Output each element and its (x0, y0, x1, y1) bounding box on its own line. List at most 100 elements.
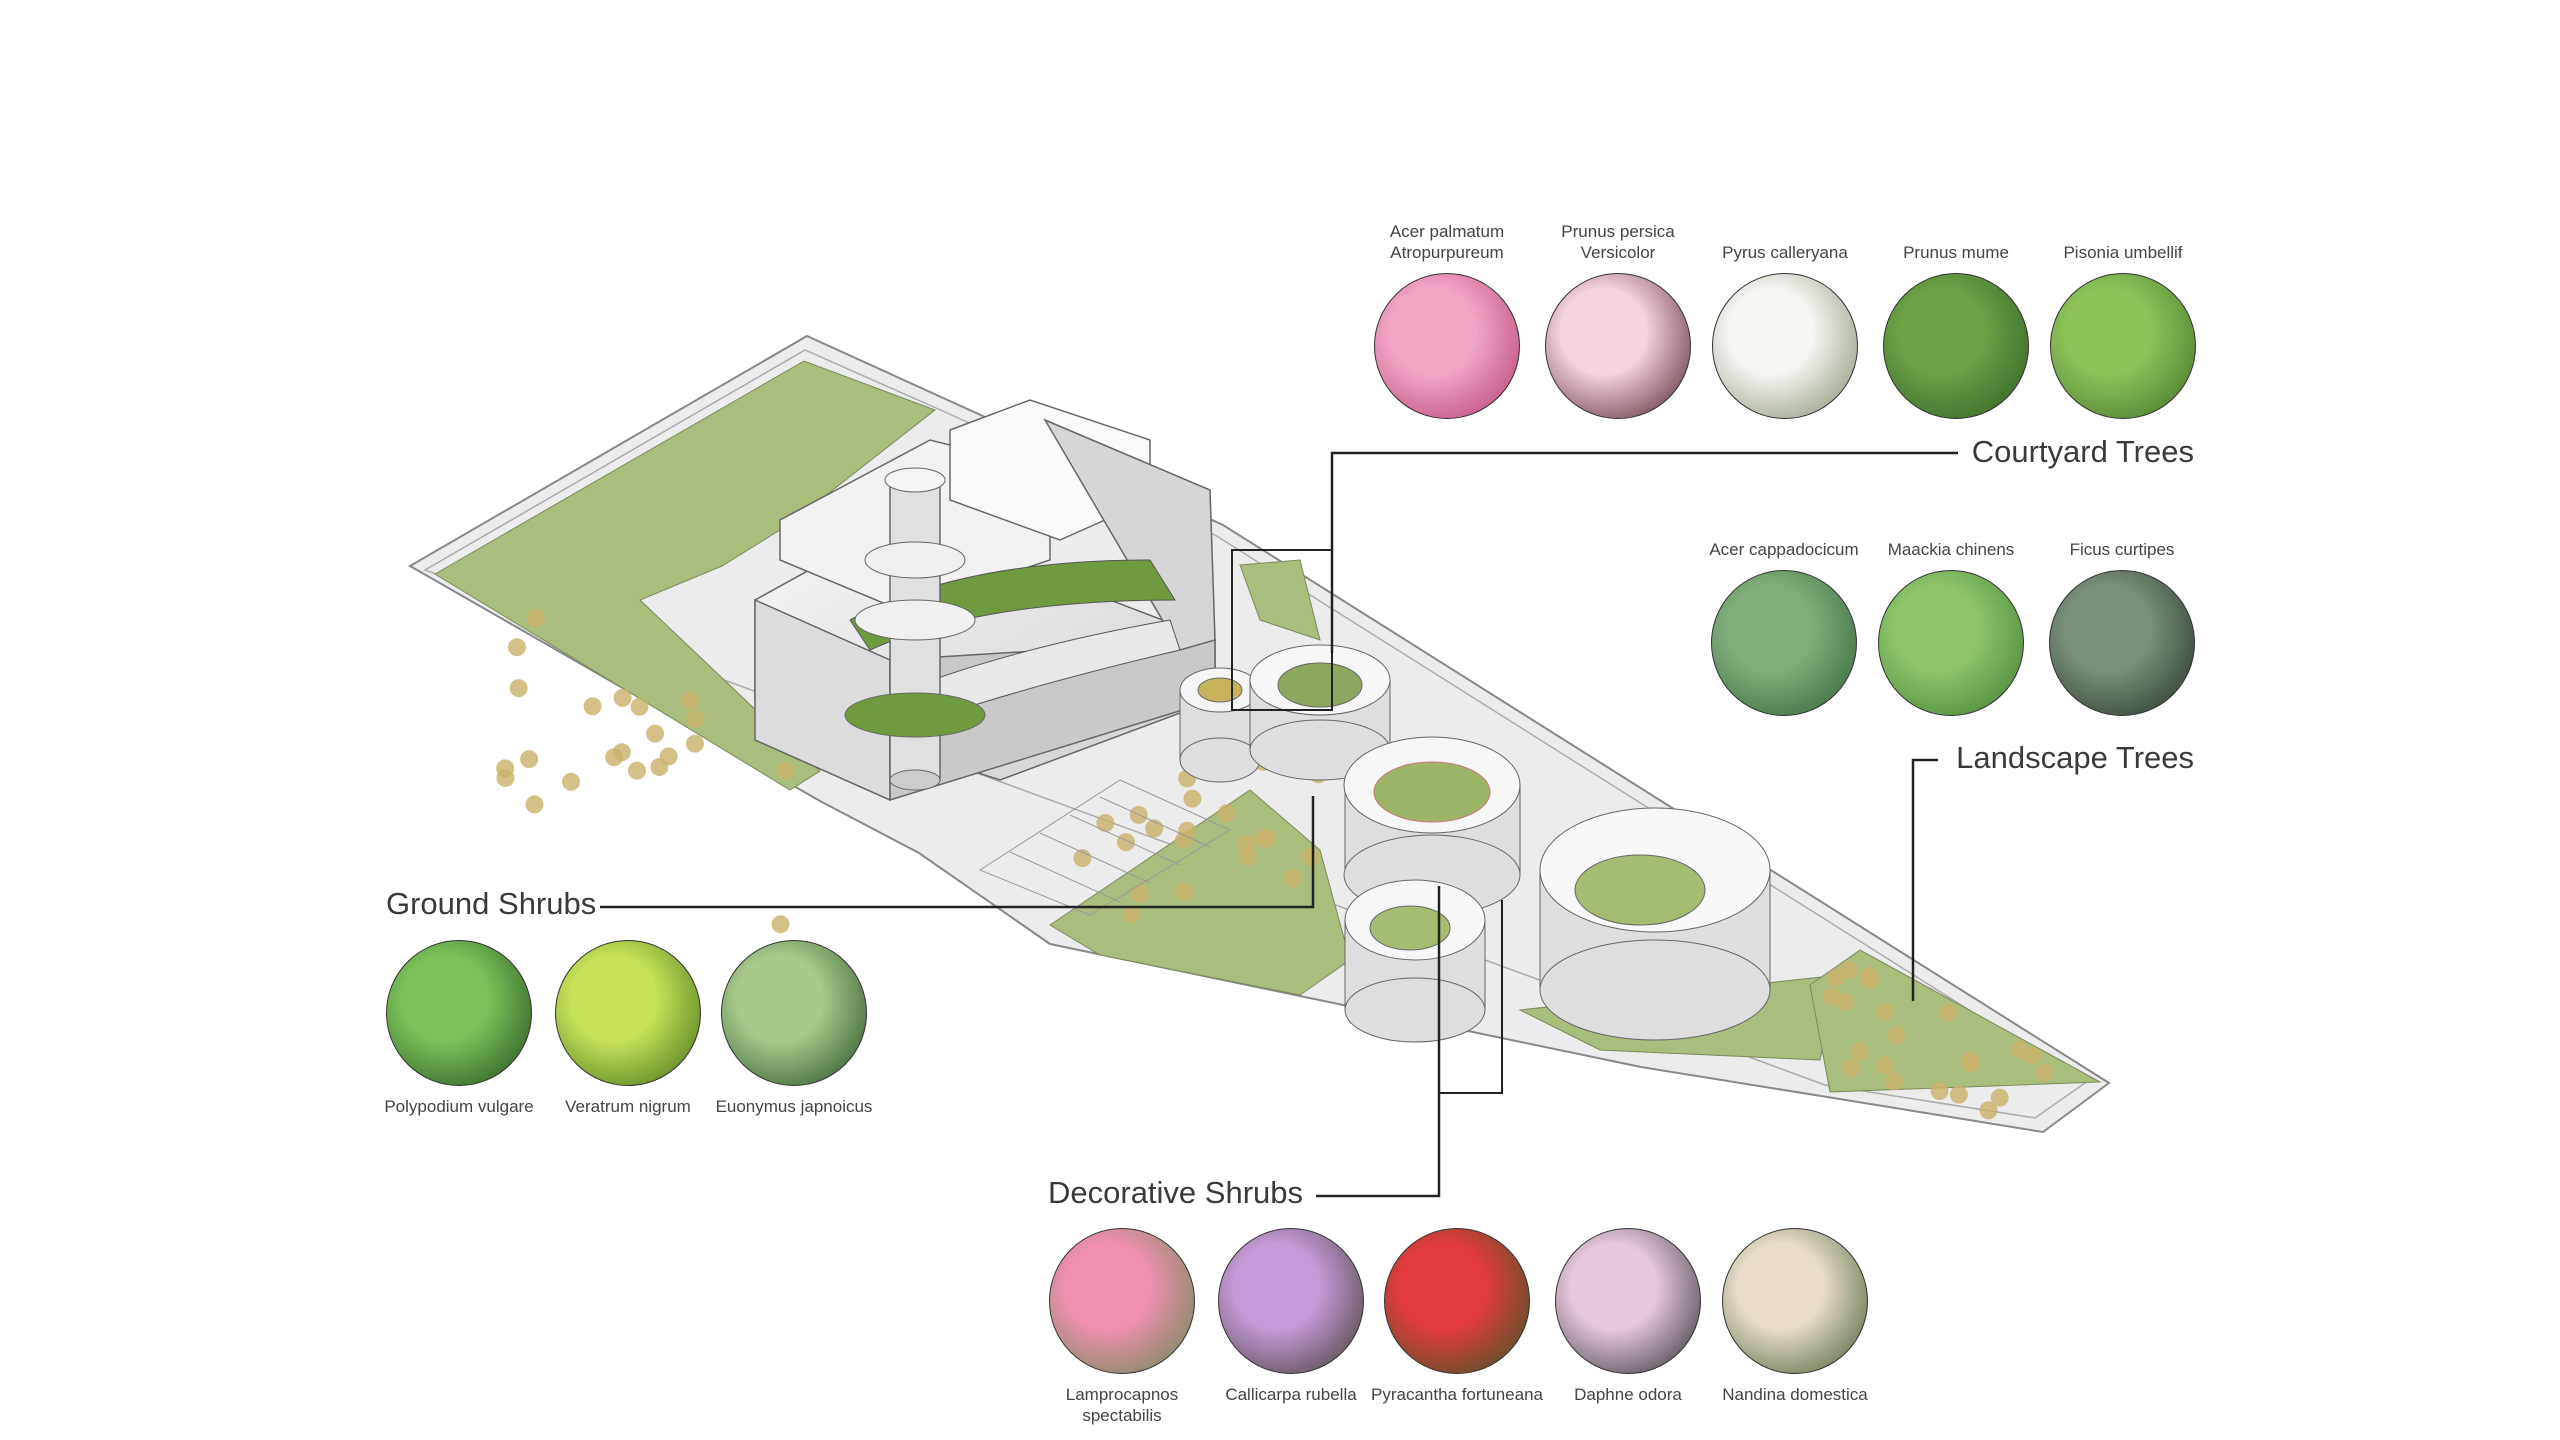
tree (507, 638, 526, 657)
main-building (754, 399, 1216, 802)
parking-lot (978, 779, 1232, 916)
plant-card: Lamprocapnos spectabilis (1032, 1228, 1212, 1426)
tree (1990, 1088, 2009, 1107)
tree (1123, 905, 1142, 924)
tree (1840, 960, 1859, 979)
tree (1131, 884, 1150, 903)
tree (527, 609, 546, 628)
tree (1885, 1072, 1904, 1091)
tree (1301, 847, 1320, 866)
tree (686, 710, 705, 729)
tree (613, 688, 632, 707)
plant-name: Callicarpa rubella (1225, 1385, 1357, 1404)
ground-shrubs-title: Ground Shrubs (386, 886, 597, 921)
tree (650, 758, 669, 777)
plant-name: Daphne odora (1574, 1385, 1682, 1404)
plant-name: Prunus persica Versicolor (1561, 222, 1675, 262)
plant-photo (1712, 273, 1858, 419)
plant-card: Prunus persica Versicolor (1528, 221, 1708, 419)
plant-photo (1883, 273, 2029, 419)
tree (1239, 848, 1258, 867)
plant-card: Pyrus calleryana (1695, 221, 1875, 419)
tree (1860, 966, 1879, 985)
tree (1876, 1056, 1895, 1075)
plant-name: Pyrus calleryana (1722, 243, 1848, 262)
plant-card: Pyracantha fortuneana (1367, 1228, 1547, 1405)
plant-name: Prunus mume (1903, 243, 2009, 262)
tree (685, 734, 704, 753)
tree (1949, 1085, 1968, 1104)
plant-card: Veratrum nigrum (538, 940, 718, 1117)
tree (1851, 1042, 1870, 1061)
tree (1961, 1054, 1980, 1073)
tree (2036, 1063, 2055, 1082)
plant-photo (721, 940, 867, 1086)
plant-photo (1384, 1228, 1530, 1374)
tree (583, 697, 602, 716)
plant-name: Euonymus japnoicus (715, 1097, 873, 1116)
tree (1175, 882, 1194, 901)
plant-name: Pisonia umbellif (2063, 243, 2183, 262)
tree (681, 691, 700, 710)
tree (1217, 804, 1236, 823)
plant-photo (1878, 570, 2024, 716)
plant-card: Acer cappadocicum (1694, 518, 1874, 716)
plant-photo (555, 940, 701, 1086)
plant-card: Pisonia umbellif (2033, 221, 2213, 419)
plant-card: Callicarpa rubella (1201, 1228, 1381, 1405)
plant-photo (1722, 1228, 1868, 1374)
plant-name: Nandina domestica (1722, 1385, 1868, 1404)
tree (1116, 833, 1135, 852)
plant-card: Acer palmatum Atropurpureum (1357, 221, 1537, 419)
tree (2010, 1040, 2029, 1059)
tree (1939, 1003, 1958, 1022)
tree (776, 761, 795, 780)
tree (525, 795, 544, 814)
tree (496, 768, 515, 787)
tree (627, 761, 646, 780)
plant-photo (1555, 1228, 1701, 1374)
tree (1822, 987, 1841, 1006)
plant-card: Prunus mume (1866, 221, 2046, 419)
leader-lines (600, 451, 1958, 1198)
tree (1073, 849, 1092, 868)
tree (520, 750, 539, 769)
tree (562, 772, 581, 791)
plant-name: Ficus curtipes (2069, 540, 2175, 559)
plant-photo (2049, 570, 2195, 716)
plant-photo (1049, 1228, 1195, 1374)
decorative-shrubs-title: Decorative Shrubs (1048, 1175, 1304, 1210)
tree (1178, 821, 1197, 840)
tree (1238, 834, 1257, 853)
tree (1876, 1002, 1895, 1021)
tree (1979, 1101, 1998, 1120)
round-pavilions (1179, 644, 1771, 1043)
plant-card: Nandina domestica (1705, 1228, 1885, 1405)
plant-name: Veratrum nigrum (565, 1097, 691, 1116)
tree (605, 748, 624, 767)
tree (1836, 992, 1855, 1011)
plant-card: Daphne odora (1538, 1228, 1718, 1405)
tree (1255, 828, 1274, 847)
plant-photo (2050, 273, 2196, 419)
tree (1096, 813, 1115, 832)
plant-card: Maackia chinens (1861, 518, 2041, 716)
plant-photo (1545, 273, 1691, 419)
plant-name: Pyracantha fortuneana (1370, 1385, 1543, 1404)
plant-card: Euonymus japnoicus (704, 940, 884, 1117)
tree (630, 697, 649, 716)
plant-photo (1218, 1228, 1364, 1374)
plant-photo (386, 940, 532, 1086)
tree (1888, 1026, 1907, 1045)
tree (509, 679, 528, 698)
plant-name: Acer cappadocicum (1709, 540, 1859, 559)
plant-name: Lamprocapnos spectabilis (1065, 1385, 1179, 1425)
plant-name: Polypodium vulgare (384, 1097, 534, 1116)
plant-card: Polypodium vulgare (369, 940, 549, 1117)
tree (646, 724, 665, 743)
plant-name: Maackia chinens (1887, 540, 2015, 559)
tree (1284, 869, 1303, 888)
plant-card: Ficus curtipes (2032, 518, 2212, 716)
tree (1930, 1082, 1949, 1101)
